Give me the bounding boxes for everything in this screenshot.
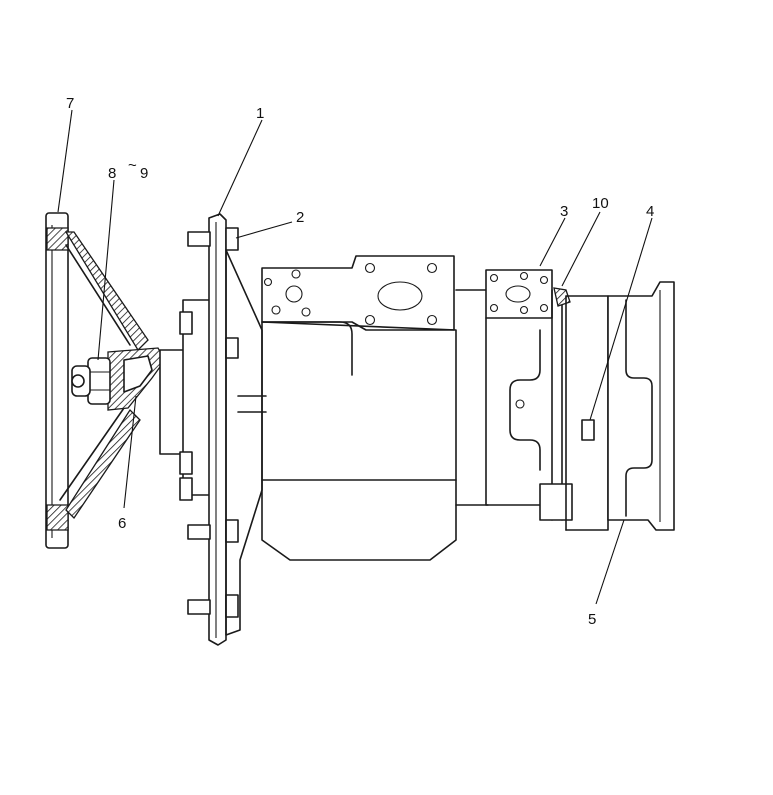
- callout-10: 10: [592, 195, 609, 212]
- leader-3: [539, 217, 566, 267]
- callout-1: 1: [256, 105, 264, 122]
- leader-10: [561, 211, 601, 287]
- leader-5: [595, 519, 625, 605]
- callout-2: 2: [296, 209, 304, 226]
- leader-6: [123, 395, 137, 509]
- leader-1: [217, 119, 263, 217]
- callout-9: 9: [140, 165, 148, 182]
- leader-lines: [57, 109, 653, 605]
- callout-4: 4: [646, 203, 654, 220]
- callout-labels: 1 2 3 10 4 5 6 7 8 ~ 9: [66, 95, 654, 628]
- leader-7: [57, 109, 73, 213]
- callout-5: 5: [588, 611, 596, 628]
- end-cover: [565, 281, 675, 531]
- flywheel-coupling: [45, 212, 166, 549]
- callout-6: 6: [118, 515, 126, 532]
- pump-body: [261, 255, 489, 561]
- callout-7: 7: [66, 95, 74, 112]
- callout-range-mark: ~: [128, 157, 137, 174]
- leader-2: [235, 221, 293, 239]
- callout-3: 3: [560, 203, 568, 220]
- callout-8: 8: [108, 165, 116, 182]
- adapter-housing: [159, 299, 212, 501]
- leader-4: [589, 217, 653, 421]
- rear-section: [485, 269, 573, 521]
- leader-8-9: [97, 179, 115, 361]
